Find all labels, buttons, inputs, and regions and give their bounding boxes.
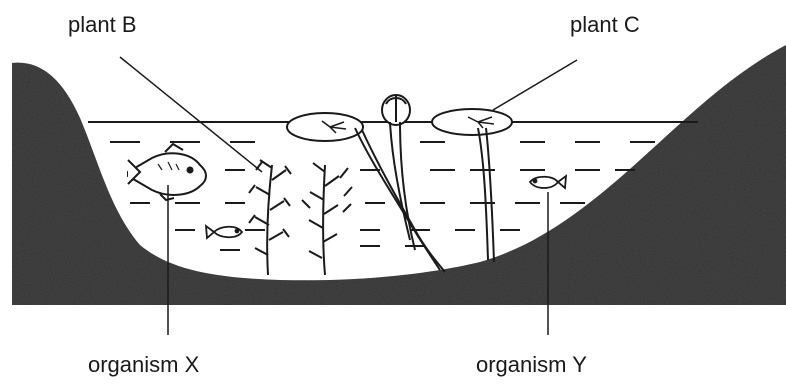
small-fish-left	[206, 226, 242, 238]
lily-flower	[382, 95, 410, 125]
label-plant-b: plant B	[68, 12, 137, 37]
lily-stems	[355, 122, 494, 272]
submerged-plant-right	[302, 163, 352, 275]
label-organism-x: organism X	[88, 352, 200, 377]
lily-pad-right	[432, 109, 512, 135]
label-plant-c: plant C	[570, 12, 640, 37]
submerged-plant-left	[249, 160, 291, 275]
lily-pad-left	[287, 113, 363, 141]
small-fish-right	[530, 176, 566, 188]
label-organism-y: organism Y	[476, 352, 587, 377]
large-fish	[128, 144, 206, 200]
